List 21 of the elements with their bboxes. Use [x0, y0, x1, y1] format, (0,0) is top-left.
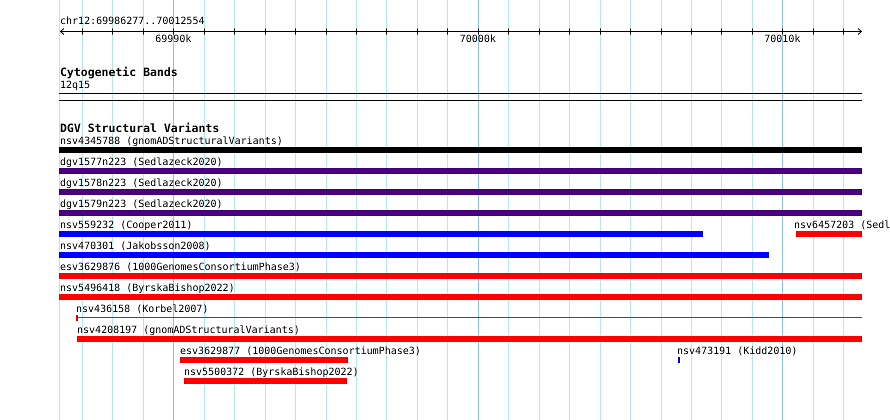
tick-label: 69990k — [155, 34, 192, 45]
feature-label: dgv1579n223 (Sedlazeck2020) — [60, 199, 223, 210]
feature-label: nsv473191 (Kidd2010) — [677, 346, 798, 357]
feature-label: nsv6457203 (Sedl — [794, 220, 890, 231]
feature-label: nsv470301 (Jakobsson2008) — [60, 241, 211, 252]
feature-label: dgv1578n223 (Sedlazeck2020) — [60, 178, 223, 189]
feature-label: nsv436158 (Korbel2007) — [76, 304, 208, 315]
coordinate-label: chr12:69986277..70012554 — [60, 16, 204, 27]
feature-label: nsv5496418 (ByrskaBishop2022) — [60, 283, 235, 294]
feature-label: nsv4208197 (gnomADStructuralVariants) — [77, 325, 300, 336]
feature-label: esv3629876 (1000GenomesConsortiumPhase3) — [60, 262, 301, 273]
tick-label: 70010k — [764, 34, 800, 45]
track-title: DGV Structural Variants — [60, 122, 220, 134]
feature-label: esv3629877 (1000GenomesConsortiumPhase3) — [180, 346, 421, 357]
track-title: Cytogenetic Bands — [60, 66, 178, 78]
tick-label: 70000k — [460, 34, 496, 45]
feature-label: nsv4345788 (gnomADStructuralVariants) — [60, 136, 283, 147]
feature-label: nsv559232 (Cooper2011) — [60, 220, 192, 231]
feature-label: dgv1577n223 (Sedlazeck2020) — [60, 157, 223, 168]
feature-label: nsv5500372 (ByrskaBishop2022) — [184, 367, 359, 378]
band-label: 12q15 — [60, 80, 90, 90]
